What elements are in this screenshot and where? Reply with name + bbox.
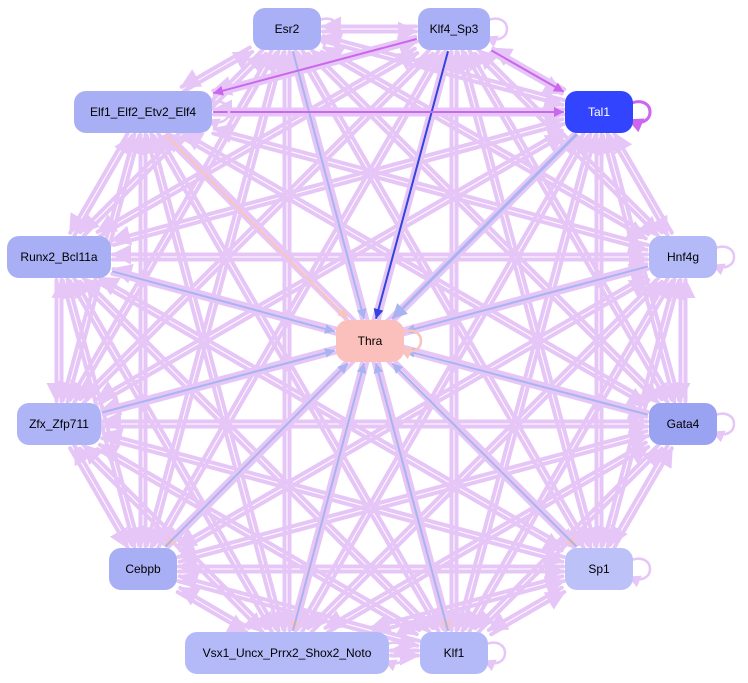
edge-zfx-thra — [102, 348, 335, 414]
edge-klf1-elf1 — [156, 131, 445, 631]
edge-elf1-thra — [164, 134, 349, 319]
edge-klf4-thra — [373, 51, 449, 319]
edge-gata4-thra — [405, 348, 648, 416]
edge-cebpb-thra — [164, 363, 349, 547]
edge-klf4-elf1 — [213, 38, 417, 96]
edge-elf1-esr2 — [182, 49, 255, 94]
edge-vsx1-runx2 — [72, 276, 278, 631]
edge-runx2-sp1 — [95, 280, 564, 553]
edge-elf1-klf1 — [152, 134, 441, 634]
self-loop-klf4 — [484, 17, 509, 48]
node-gata4[interactable]: Gata4 — [649, 403, 717, 445]
self-loop-vsx1 — [383, 641, 408, 672]
edge-klf1-zfx — [97, 442, 422, 632]
edge-klf1-hnf4g — [467, 279, 674, 634]
edge-klf4-tal1 — [491, 49, 564, 93]
self-loop-esr2 — [315, 17, 340, 48]
edge-sp1-esr2 — [300, 48, 590, 547]
edge-esr2-thra — [292, 51, 367, 319]
edge-zfx-tal1 — [98, 132, 567, 406]
edge-vsx1-thra — [292, 363, 367, 631]
self-loop-sp1 — [627, 557, 652, 588]
edge-hnf4g-thra — [405, 265, 648, 334]
self-loop-klf1 — [482, 641, 507, 672]
edge-cebpb-hnf4g — [178, 277, 651, 553]
node-zfx[interactable]: Zfx_Zfp711 — [17, 403, 101, 445]
edge-cebpb-klf4 — [156, 51, 445, 550]
edge-vsx1-tal1 — [300, 134, 590, 634]
edge-runx2-elf1 — [72, 134, 134, 238]
edge-tal1-thra — [391, 133, 578, 320]
node-runx2[interactable]: Runx2_Bcl11a — [7, 236, 111, 278]
edge-runx2-thra — [112, 270, 335, 334]
node-sp1[interactable]: Sp1 — [565, 548, 633, 590]
edge-hnf4g-cebpb — [175, 273, 648, 549]
node-klf4[interactable]: Klf4_Sp3 — [418, 8, 490, 50]
edge-gata4-sp1 — [608, 443, 670, 547]
node-cebpb[interactable]: Cebpb — [109, 548, 177, 590]
edge-sp1-thra — [392, 363, 577, 547]
edge-tal1-zfx — [95, 128, 564, 401]
edge-hnf4g-tal1 — [612, 131, 674, 235]
node-elf1[interactable]: Elf1_Elf2_Etv2_Elf4 — [74, 91, 212, 133]
self-loop-gata4 — [711, 412, 736, 443]
edge-tal1-hnf4g — [608, 134, 670, 238]
self-loop-hnf4g — [711, 245, 736, 276]
edge-gata4-elf1 — [182, 130, 651, 404]
edge-sp1-runx2 — [98, 275, 567, 549]
node-hnf4g[interactable]: Hnf4g — [649, 236, 717, 278]
edge-elf1-gata4 — [179, 135, 648, 408]
node-vsx1[interactable]: Vsx1_Uncx_Prrx2_Shox2_Noto — [185, 632, 389, 674]
edge-vsx1-cebpb — [178, 585, 251, 630]
node-thra[interactable]: Thra — [336, 320, 404, 362]
edge-tal1-klf4 — [491, 46, 567, 92]
self-loop-tal1 — [627, 100, 652, 133]
node-esr2[interactable]: Esr2 — [253, 8, 321, 50]
self-loop-thra — [398, 329, 423, 360]
node-tal1[interactable]: Tal1 — [565, 91, 633, 133]
edge-klf4-cebpb — [152, 48, 441, 547]
edge-hnf4g-elf1 — [212, 123, 650, 247]
node-klf1[interactable]: Klf1 — [420, 632, 488, 674]
edge-klf1-thra — [373, 363, 449, 631]
edge-klf1-sp1 — [489, 590, 567, 637]
self-loop-elf1 — [206, 100, 231, 131]
